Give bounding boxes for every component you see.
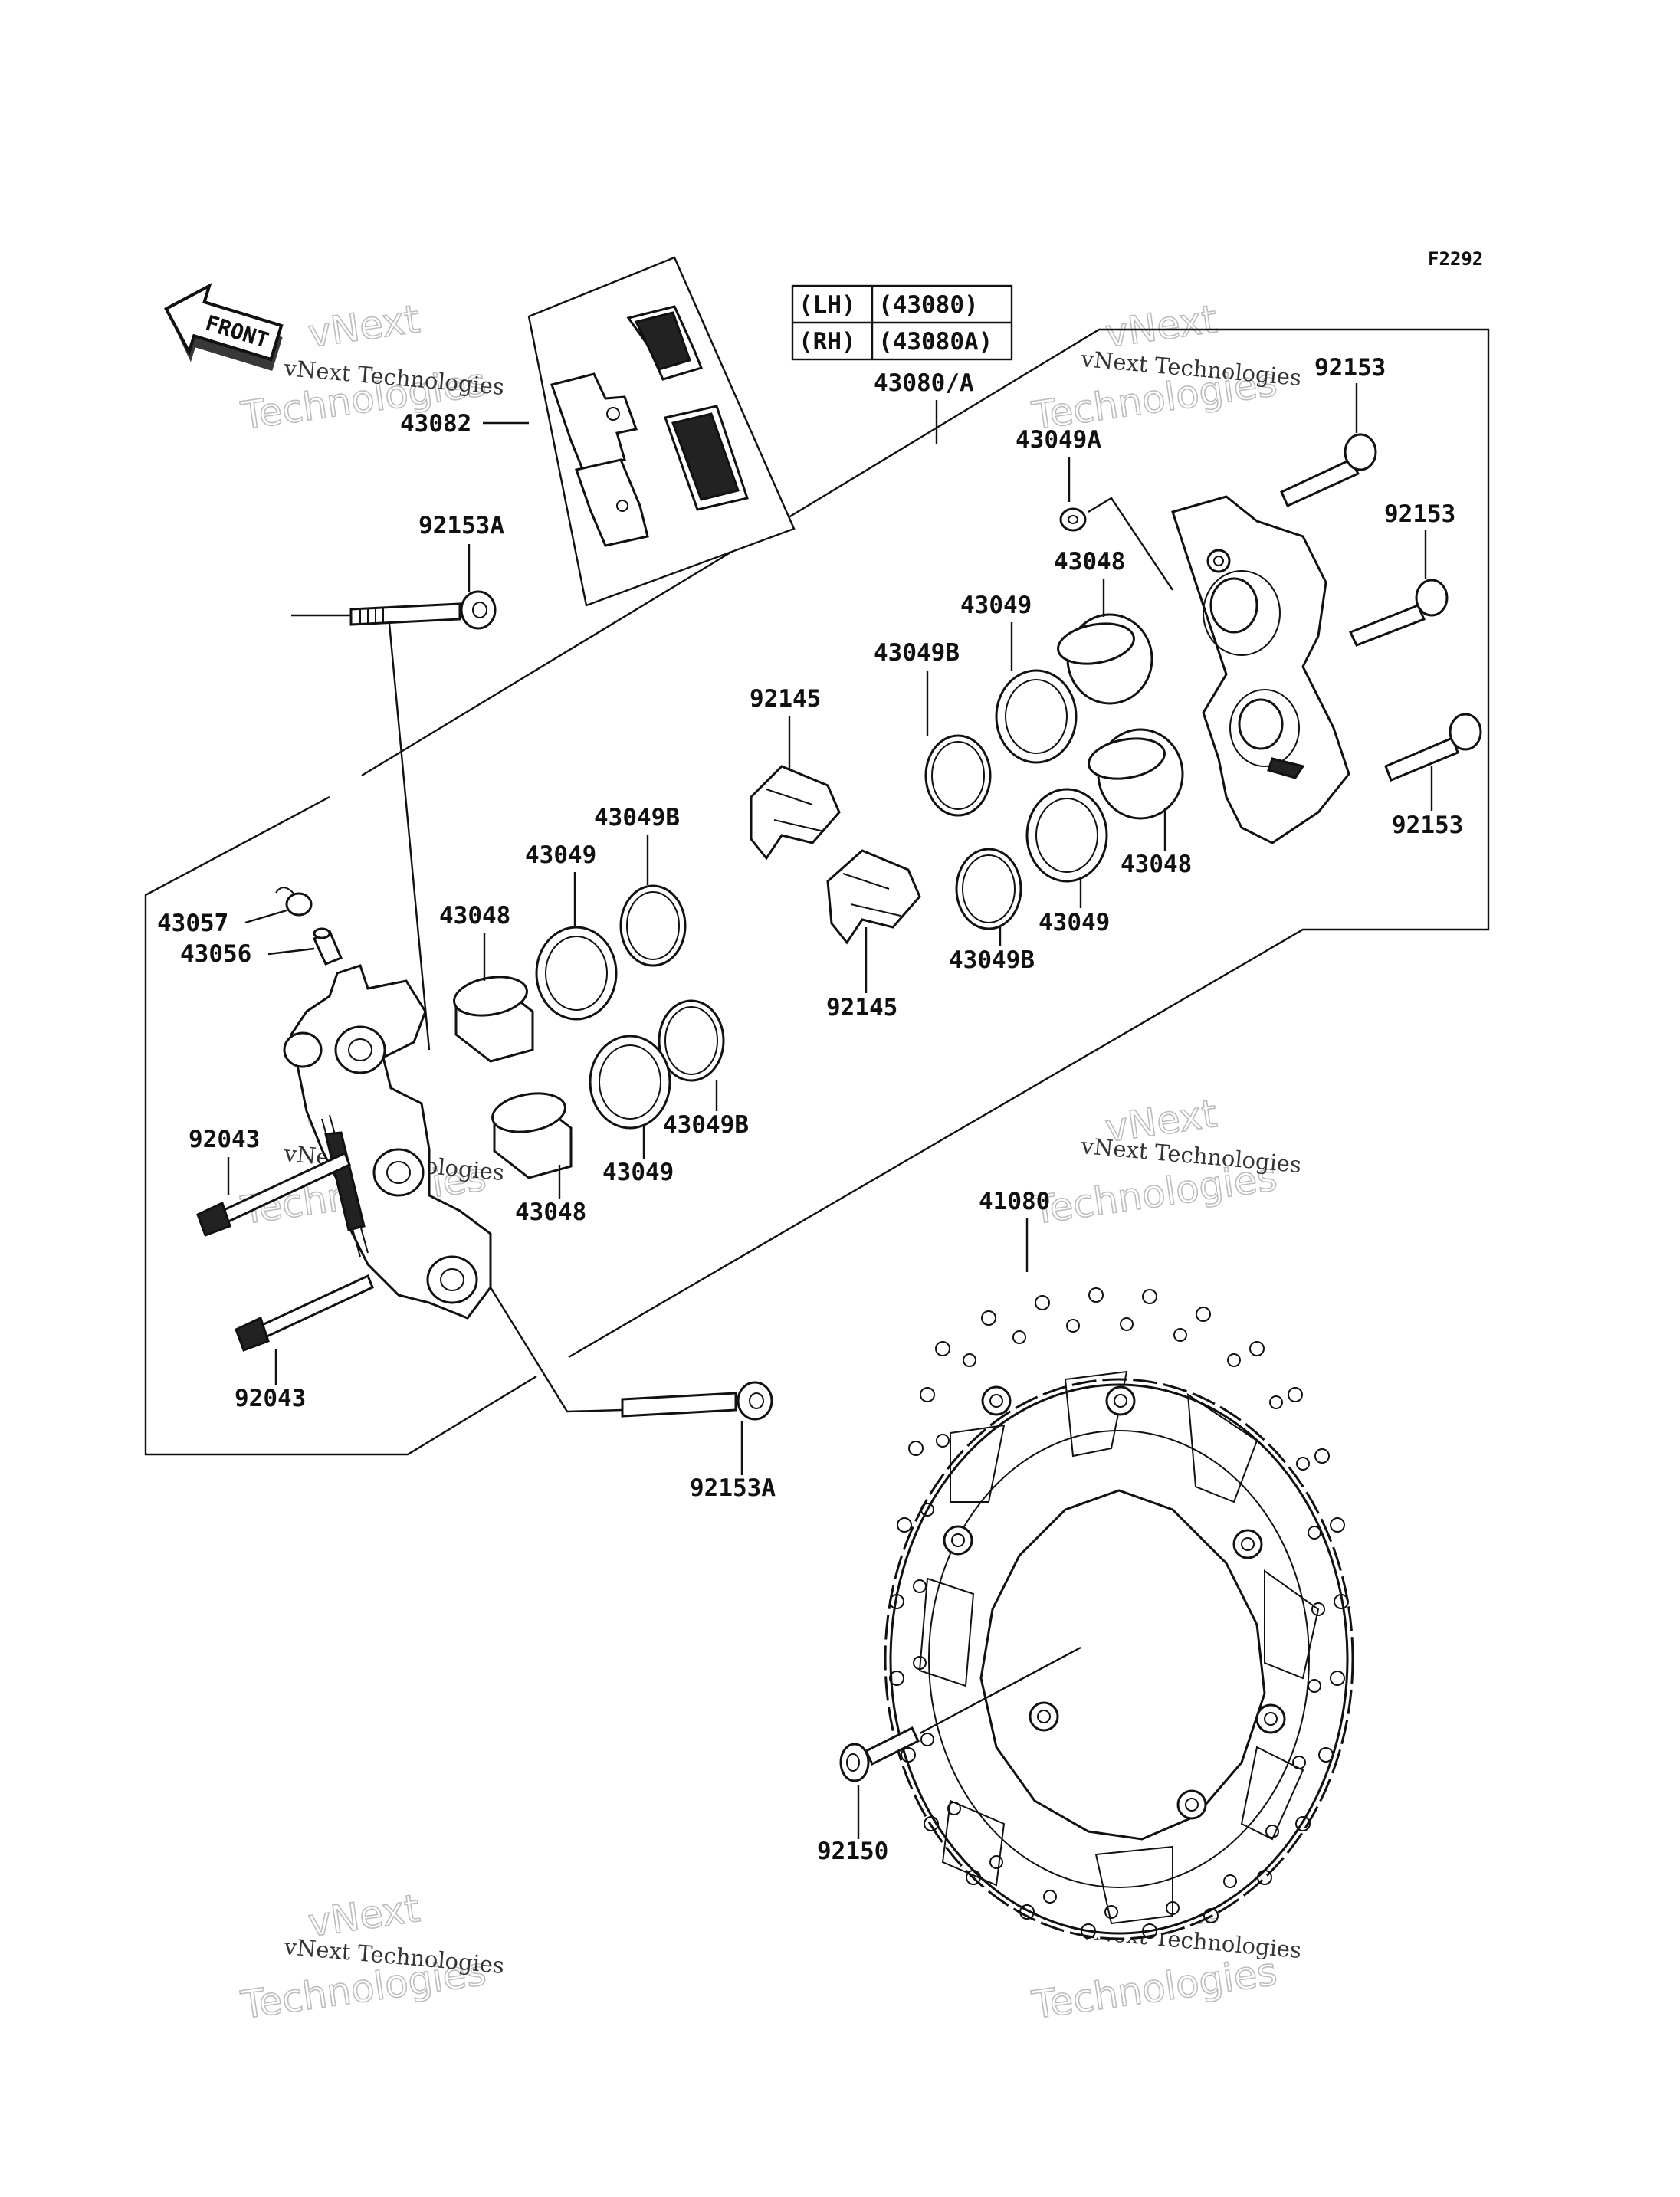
label-92043-lower: 92043 — [235, 1385, 306, 1412]
label-92150: 92150 — [817, 1838, 888, 1865]
bleeder-43056 — [313, 927, 343, 966]
label-43049-left-upper: 43049 — [525, 841, 596, 869]
label-43049b-right-lower: 43049B — [949, 946, 1035, 974]
front-arrow-icon: FRONT — [164, 283, 284, 372]
label-92043-upper: 92043 — [189, 1126, 260, 1153]
label-43049-right-lower: 43049 — [1039, 909, 1110, 936]
watermark-line1: vNext — [1103, 297, 1220, 356]
seal-43049-left-lower — [589, 1035, 671, 1130]
piston-43048-left-lower — [491, 1092, 573, 1179]
label-43048-left-upper: 43048 — [439, 902, 510, 930]
seal-43049-right-upper — [995, 669, 1078, 764]
label-92153-right-top: 92153 — [1314, 354, 1386, 382]
label-43048-right-upper: 43048 — [1054, 548, 1125, 575]
label-92153a-upper: 92153A — [418, 512, 504, 539]
left-caliper-outline — [144, 795, 537, 1456]
watermark-bottom-left: vNext Technologies vNext Technologies — [238, 1885, 506, 2028]
label-43057: 43057 — [157, 910, 228, 937]
pin-92043-lower — [235, 1274, 374, 1352]
label-43048-left-lower: 43048 — [515, 1199, 586, 1226]
bolt-92153a-lower — [621, 1381, 773, 1421]
bolt-92153-right-mid — [1348, 579, 1449, 647]
bolt-92153a-upper — [349, 590, 497, 630]
seal-43049b-right-upper — [924, 734, 992, 817]
variant-table: (LH) (43080) (RH) (43080A) 43080/A — [791, 284, 1013, 444]
watermark-line1: vNext — [306, 297, 423, 356]
figure-code: F2292 — [1428, 248, 1483, 270]
washer-43049a — [1059, 507, 1087, 532]
label-43049b-left-lower: 43049B — [663, 1111, 749, 1139]
label-41080: 41080 — [979, 1188, 1050, 1215]
piston-43048-right-lower — [1088, 728, 1184, 820]
watermark-line2: Technologies — [1029, 1949, 1280, 2028]
variant-side-rh: (RH) — [799, 328, 856, 356]
label-43049-right-upper: 43049 — [960, 592, 1032, 619]
label-92153a-lower: 92153A — [690, 1474, 776, 1502]
pin-92043-upper — [196, 1151, 351, 1237]
disc-bolt-92150 — [839, 1726, 920, 1782]
brake-disc-41080 — [884, 1287, 1354, 1940]
label-43049b-left-upper: 43049B — [594, 804, 680, 831]
label-43048-right-lower: 43048 — [1121, 851, 1192, 878]
label-43056: 43056 — [180, 940, 251, 968]
label-92145-lower: 92145 — [826, 994, 897, 1021]
label-92153-right-low: 92153 — [1392, 812, 1463, 839]
brake-pads — [527, 256, 796, 607]
spring-92145-lower — [826, 849, 921, 945]
variant-part-lh: (43080) — [878, 291, 979, 319]
seal-43049b-left-upper — [619, 884, 687, 967]
seal-43049-right-lower — [1025, 788, 1108, 883]
seal-43049-left-upper — [535, 926, 618, 1021]
variant-part-rh: (43080A) — [878, 328, 993, 356]
label-92153-right-mid: 92153 — [1384, 500, 1455, 528]
assembly-outline — [361, 328, 1490, 1359]
bolt-92153-right-top — [1280, 433, 1377, 507]
seal-43049b-right-lower — [955, 848, 1022, 930]
watermark-mid-right: vNext Technologies vNext Technologies — [1029, 1090, 1303, 1234]
piston-43048-right-upper — [1057, 613, 1153, 705]
spring-92145-upper — [750, 765, 841, 861]
variant-side-lh: (LH) — [799, 291, 856, 319]
label-43082: 43082 — [400, 410, 471, 438]
right-caliper-body — [1171, 495, 1350, 844]
bolt-92153-right-low — [1384, 713, 1482, 782]
piston-43048-left-upper — [453, 976, 534, 1063]
cap-43057 — [275, 887, 313, 917]
assembly-label: 43080/A — [874, 369, 974, 397]
label-43049-left-lower: 43049 — [602, 1159, 674, 1186]
watermark-top-right: vNext Technologies vNext Technologies — [1029, 296, 1303, 439]
seal-43049b-left-lower — [658, 999, 725, 1082]
label-92145-upper: 92145 — [750, 685, 821, 713]
label-43049b-right-upper: 43049B — [874, 639, 960, 667]
label-43049a: 43049A — [1016, 426, 1101, 454]
